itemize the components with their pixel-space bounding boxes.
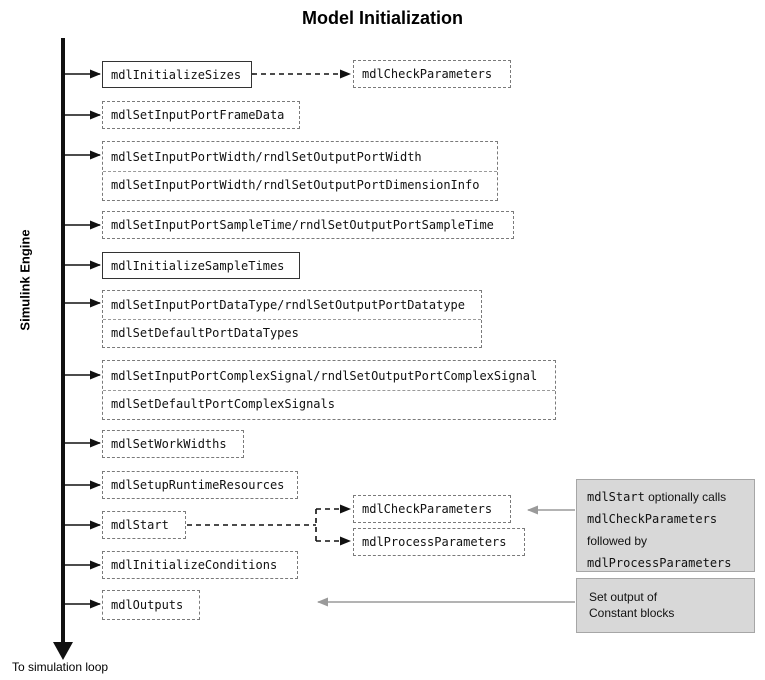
mdl-check-parameters-start-box[interactable]: mdlCheckParameters	[353, 495, 511, 523]
mdl-initialize-sample-times-box[interactable]: mdlInitializeSampleTimes	[102, 252, 300, 279]
diagram-title: Model Initialization	[302, 8, 463, 28]
port-width-group: mdlSetInputPortWidth/rndlSetOutputPortWi…	[102, 141, 498, 201]
mdl-check-parameters-box[interactable]: mdlCheckParameters	[353, 60, 511, 88]
mdl-start-box[interactable]: mdlStart	[102, 511, 186, 539]
note-code: mdlStart	[587, 490, 645, 504]
mdl-start-note: mdlStart optionally calls mdlCheckParame…	[576, 479, 755, 572]
timeline-arrowhead	[53, 642, 73, 660]
default-port-complex-signals-item[interactable]: mdlSetDefaultPortComplexSignals	[111, 397, 335, 411]
note-text: Constant blocks	[589, 606, 675, 620]
default-port-data-types-item[interactable]: mdlSetDefaultPortDataTypes	[111, 325, 299, 340]
mdl-set-input-port-frame-data-box[interactable]: mdlSetInputPortFrameData	[102, 101, 300, 129]
data-type-group: mdlSetInputPortDataType/rndlSetOutputPor…	[102, 290, 482, 348]
note-code: mdlCheckParameters	[587, 512, 718, 526]
note-text: optionally calls	[644, 490, 727, 504]
note-text: Set output of	[589, 590, 658, 604]
port-dimension-info-item[interactable]: mdlSetInputPortWidth/rndlSetOutputPortDi…	[111, 178, 480, 192]
mdl-initialize-sizes-box[interactable]: mdlInitializeSizes	[102, 61, 252, 88]
mdl-initialize-conditions-box[interactable]: mdlInitializeConditions	[102, 551, 298, 579]
mdl-setup-runtime-resources-box[interactable]: mdlSetupRuntimeResources	[102, 471, 298, 499]
mdl-set-work-widths-box[interactable]: mdlSetWorkWidths	[102, 430, 244, 458]
mdl-set-input-port-sample-time-box[interactable]: mdlSetInputPortSampleTime/rndlSetOutputP…	[102, 211, 514, 239]
mdl-outputs-box[interactable]: mdlOutputs	[102, 590, 200, 620]
complex-signal-group: mdlSetInputPortComplexSignal/rndlSetOutp…	[102, 360, 556, 420]
port-data-type-item[interactable]: mdlSetInputPortDataType/rndlSetOutputPor…	[103, 291, 481, 320]
outputs-note: Set output of Constant blocks	[576, 578, 755, 633]
engine-label: Simulink Engine	[17, 229, 33, 331]
port-width-item[interactable]: mdlSetInputPortWidth/rndlSetOutputPortWi…	[103, 142, 497, 172]
note-code: mdlProcessParameters	[587, 556, 732, 570]
port-complex-signal-item[interactable]: mdlSetInputPortComplexSignal/rndlSetOutp…	[103, 361, 555, 391]
note-text: followed by	[587, 534, 648, 548]
mdl-process-parameters-box[interactable]: mdlProcessParameters	[353, 528, 525, 556]
simulation-loop-label: To simulation loop	[12, 660, 109, 674]
